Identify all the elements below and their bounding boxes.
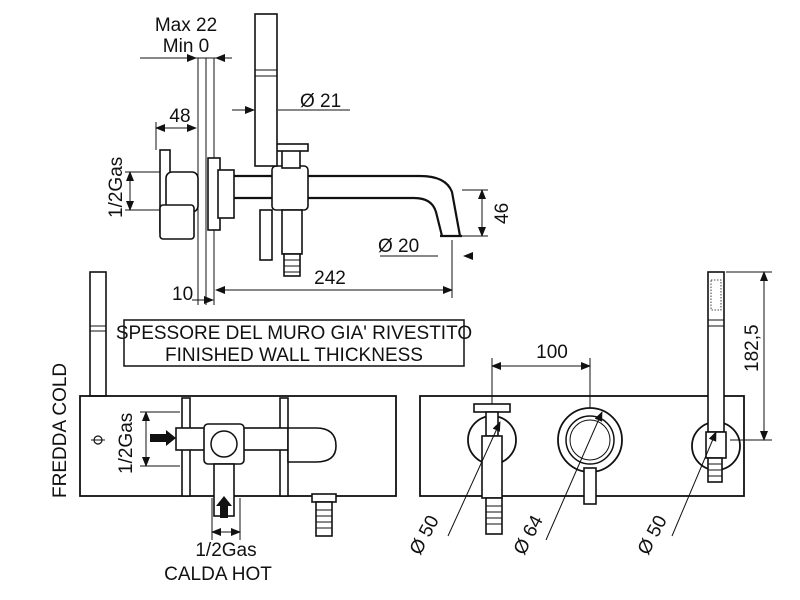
gas-side-label: 1/2Gas bbox=[116, 413, 137, 474]
max-label: Max 22 bbox=[155, 15, 217, 36]
gas-top-label: 1/2Gas bbox=[106, 157, 127, 218]
wall-thickness-en: FINISHED WALL THICKNESS bbox=[165, 345, 423, 366]
wall-thickness-it: SPESSORE DEL MURO GIA' RIVESTITO bbox=[116, 323, 472, 344]
cold-label: FREDDA COLD bbox=[50, 363, 71, 498]
dim-46-label: 46 bbox=[492, 203, 513, 224]
dim-182-label: 182,5 bbox=[742, 324, 763, 372]
wall-thickness-note: SPESSORE DEL MURO GIA' RIVESTITO FINISHE… bbox=[116, 319, 472, 367]
dia-21-label: Ø 21 bbox=[300, 91, 341, 112]
dia-50-right-label: Ø 50 bbox=[634, 512, 672, 558]
dim-100-label: 100 bbox=[536, 342, 568, 363]
dim-48-label: 48 bbox=[169, 106, 190, 127]
finished-front-view: 100 Ø 50 Ø 64 Ø 50 bbox=[406, 271, 772, 559]
gas-bottom-label: 1/2Gas bbox=[195, 540, 256, 561]
dim-242-label: 242 bbox=[314, 268, 346, 289]
dia-64-label: Ø 64 bbox=[510, 512, 548, 559]
dim-10-label: 10 bbox=[172, 284, 193, 305]
side-view: Max 22 Min 0 48 1/2Gas bbox=[106, 13, 513, 305]
min-label: Min 0 bbox=[163, 36, 209, 57]
hot-label: CALDA HOT bbox=[164, 564, 272, 585]
dia-50-left-label: Ø 50 bbox=[406, 512, 444, 558]
rough-in-front-view: FREDDA COLD 1/2Gas 1/2Gas CA bbox=[50, 271, 397, 585]
dia-20-label: Ø 20 bbox=[378, 236, 419, 257]
